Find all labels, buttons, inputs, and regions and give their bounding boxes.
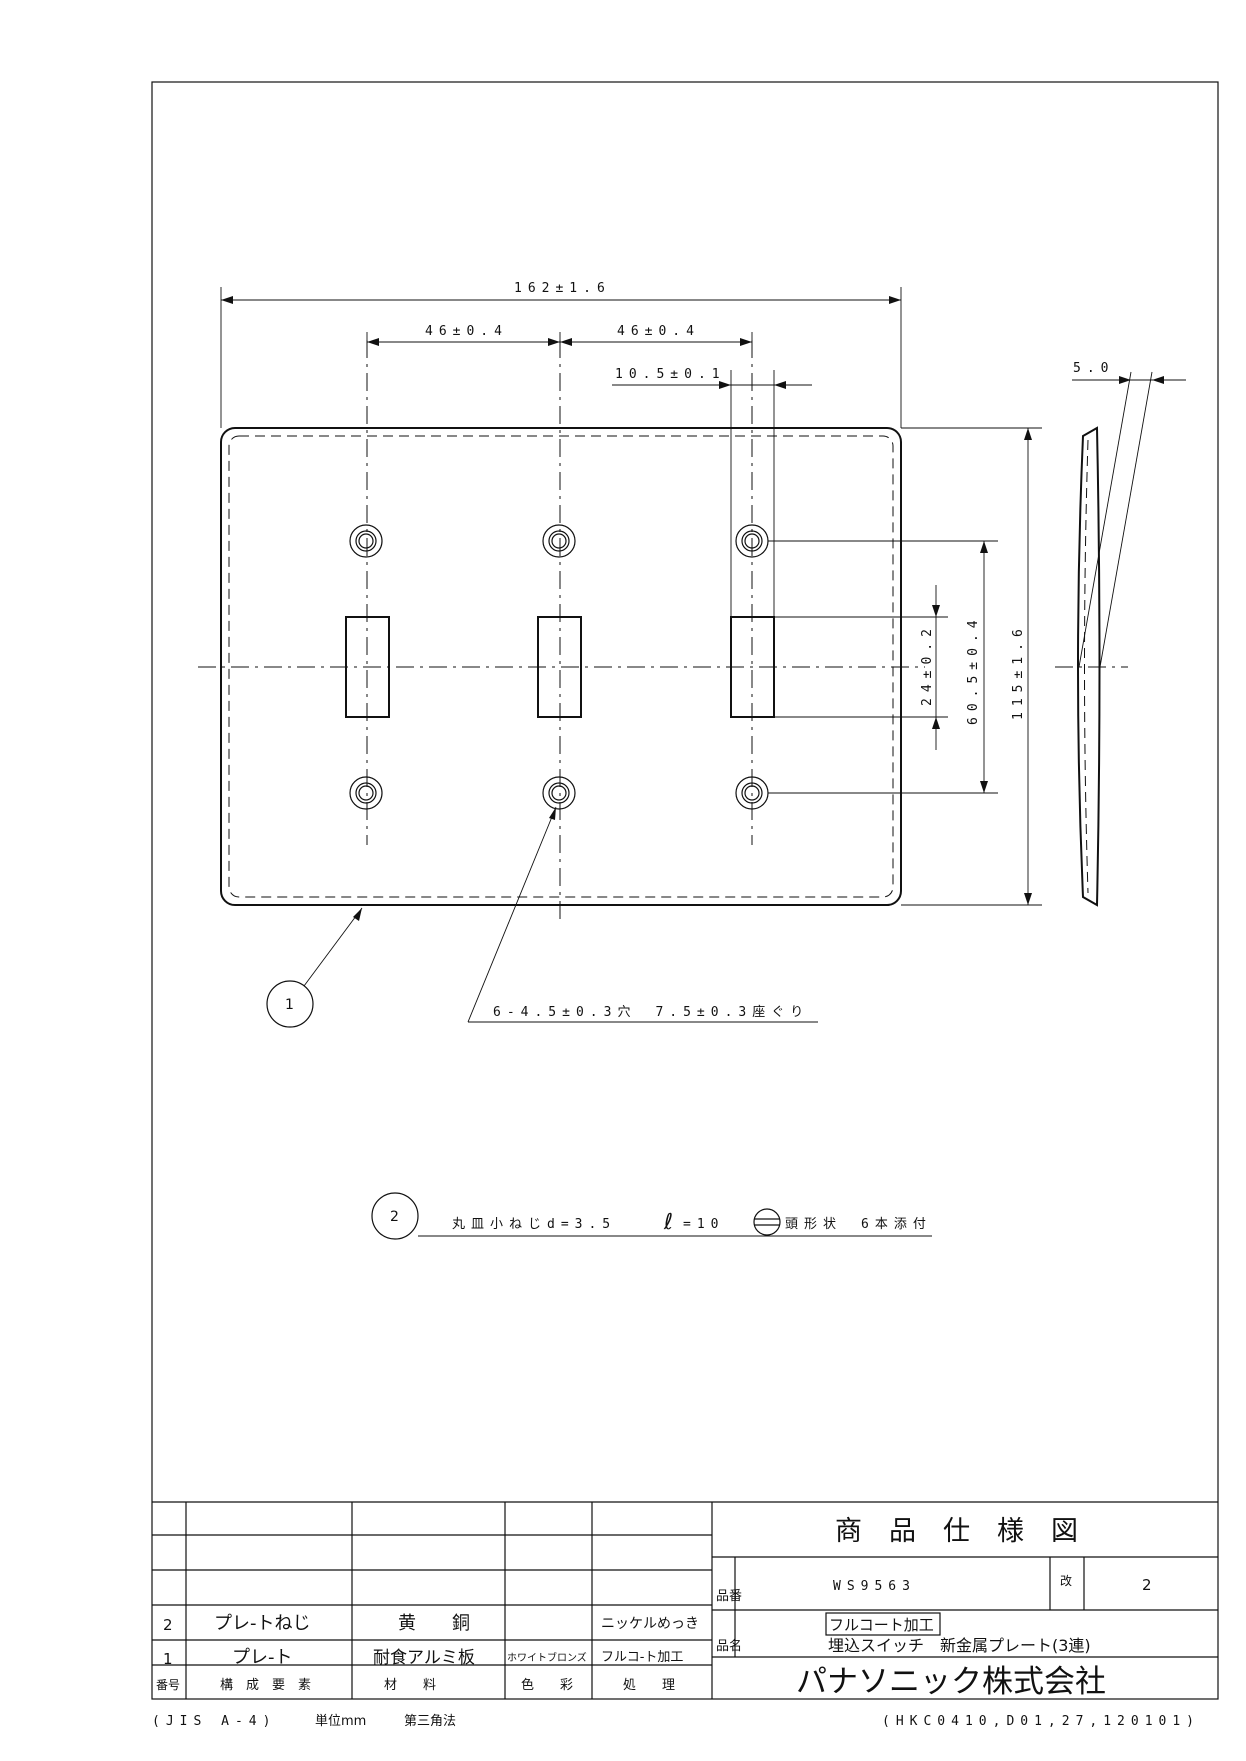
dim-screw-pitch: 60.5±0.4	[966, 614, 981, 725]
footer-projection: 第三角法	[404, 1714, 456, 1729]
company-name: パナソニック株式会社	[796, 1664, 1106, 1700]
dim-overall-height: 115±1.6	[1011, 623, 1026, 720]
row1-no: 1	[163, 1650, 173, 1668]
part1-marker: 1	[285, 997, 294, 1013]
name-tag: フルコート加工	[829, 1616, 934, 1634]
screw-hole-top-center	[542, 524, 576, 558]
toggle-opening-center	[537, 616, 582, 718]
dim-pitch-right: 46±0.4	[617, 324, 700, 339]
part-no: WS9563	[833, 1579, 916, 1594]
screw-note: 丸皿小ねじd=3.5	[452, 1217, 616, 1232]
row1-color: ホワイトブロンズ	[507, 1651, 587, 1664]
row1-material: 耐食アルミ板	[373, 1648, 475, 1668]
dim-overall-width: 162±1.6	[514, 281, 611, 296]
row2-treatment: ニッケルめっき	[601, 1616, 699, 1632]
dim-pitch-left: 46±0.4	[425, 324, 508, 339]
row1-component: プレ-ト	[232, 1647, 293, 1668]
dim-hole-width: 10.5±0.1	[615, 367, 726, 382]
slotted-head-icon	[753, 1208, 781, 1236]
screw-hole-bottom-center	[542, 776, 576, 810]
header-treatment: 処 理	[623, 1678, 675, 1693]
script-l-glyph: ℓ	[663, 1210, 673, 1235]
product-name: 埋込スイッチ 新金属プレート(3連)	[828, 1636, 1091, 1655]
callout-holes: 6-4.5±0.3穴 7.5±0.3座ぐり	[467, 806, 818, 1023]
header-material: 材 料	[384, 1678, 436, 1693]
drawing-border	[151, 81, 1219, 1700]
screw-hole-top-left	[349, 524, 383, 558]
name-tag-box	[825, 1612, 941, 1636]
row2-material: 黄 銅	[398, 1613, 470, 1634]
dim-toggle-height: 24±0.2	[920, 623, 935, 706]
header-no: 番号	[156, 1678, 180, 1692]
parts-table: 2 プレ-トねじ 黄 銅 ニッケルめっき 1 プレ-ト 耐食アルミ板 ホワイトブ…	[152, 1501, 1218, 1699]
front-view: 162±1.6 46±0.4 46±0.4 10.5±0.1 24±0.2 60…	[198, 281, 1042, 920]
callout-screw: 2 丸皿小ねじd=3.5 ℓ =10 頭形状 6本添付	[371, 1192, 932, 1240]
footer-standard: (JIS A-4)	[152, 1714, 276, 1729]
toggle-opening-right	[730, 616, 775, 718]
plate-side-profile	[1077, 426, 1101, 907]
screw-head-note: 頭形状 6本添付	[785, 1217, 932, 1232]
holes-note: 6-4.5±0.3穴 7.5±0.3座ぐり	[493, 1005, 809, 1020]
name-label: 品名	[716, 1638, 742, 1654]
row2-no: 2	[163, 1616, 173, 1634]
callout-plate: 1	[266, 907, 363, 1028]
drawing-title: 商 品 仕 様 図	[835, 1516, 1078, 1547]
rev-label: 改	[1060, 1574, 1072, 1588]
side-view: 5.0	[1055, 361, 1186, 907]
footer-doc-code: (HKC0410,D01,27,120101)	[882, 1714, 1200, 1729]
screw-length: =10	[683, 1217, 724, 1232]
toggle-opening-left	[345, 616, 390, 718]
part-no-label: 品番	[716, 1589, 742, 1604]
screw-hole-bottom-left	[349, 776, 383, 810]
footer-unit: 単位mm	[315, 1713, 366, 1729]
header-component: 構 成 要 素	[220, 1678, 311, 1693]
row1-treatment: フルコ-ト加工	[601, 1650, 683, 1665]
title-block: 商 品 仕 様 図 品番 WS9563 改 2 品名 フルコート加工 埋込スイッ…	[712, 1516, 1218, 1700]
part2-marker: 2	[390, 1209, 399, 1225]
header-color: 色 彩	[521, 1677, 573, 1693]
footer: (JIS A-4) 単位mm 第三角法 (HKC0410,D01,27,1201…	[152, 1713, 1200, 1729]
dim-thickness: 5.0	[1073, 361, 1114, 376]
row2-component: プレ-トねじ	[214, 1613, 311, 1634]
rev-value: 2	[1142, 1576, 1152, 1594]
